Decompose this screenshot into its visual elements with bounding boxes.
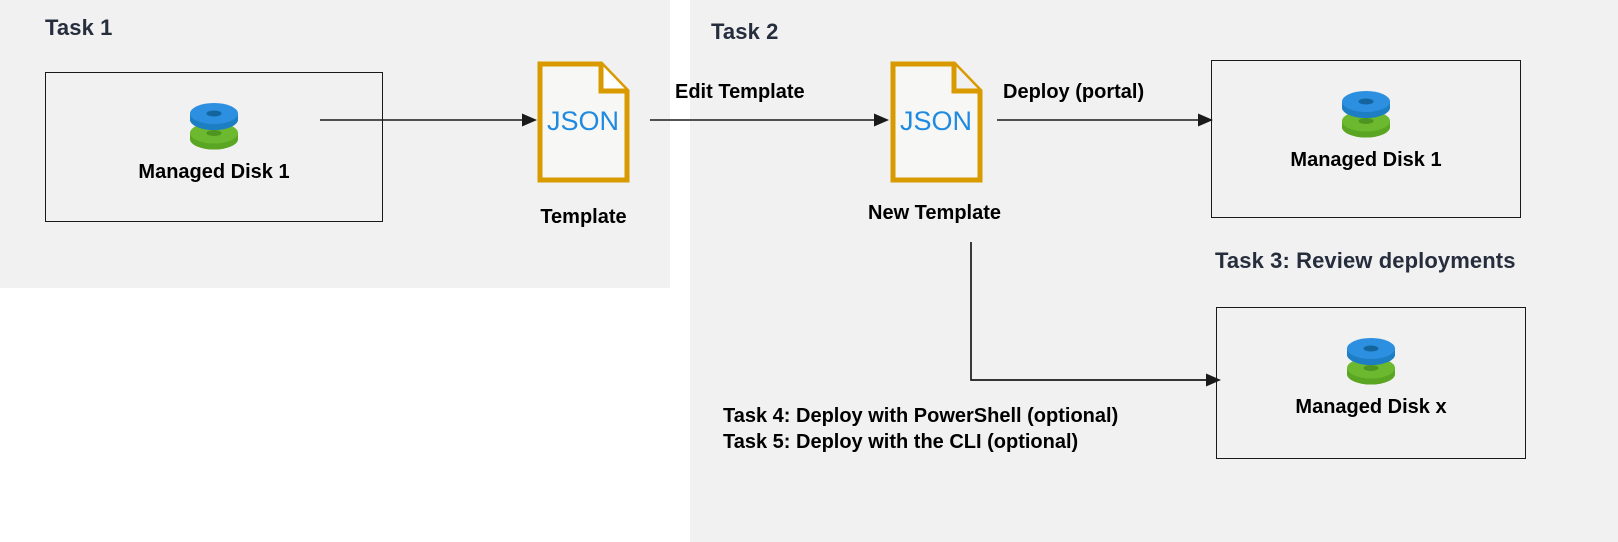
managed-disk-1-label-left: Managed Disk 1 [138,161,290,183]
new-template-caption: New Template [868,202,1001,224]
task2-panel [690,0,1618,542]
task4-label: Task 4: Deploy with PowerShell (optional… [723,405,1119,427]
deploy-portal-arrow [997,113,1213,127]
template-json-badge: JSON [547,106,619,136]
edit-template-arrow [650,113,889,127]
deploy-portal-label: Deploy (portal) [1003,81,1145,103]
managed-disk-1-box-left: Managed Disk 1 [45,72,383,222]
new-template-json-badge: JSON [900,106,972,136]
export-template-arrow [320,113,537,127]
managed-disk-x-label: Managed Disk x [1295,396,1447,418]
edit-template-label: Edit Template [675,81,805,103]
template-file-icon: JSON [537,61,630,188]
deploy-scripted-elbow-arrow [970,242,1221,387]
task2-heading: Task 2 [711,19,779,44]
template-caption: Template [540,206,627,228]
managed-disk-1-label-right: Managed Disk 1 [1290,149,1442,171]
new-template-file-icon: JSON [890,61,983,188]
task5-label: Task 5: Deploy with the CLI (optional) [723,431,1079,453]
optional-tasks-block: Task 4: Deploy with PowerShell (optional… [723,403,1118,455]
managed-disk-icon [1335,83,1397,145]
managed-disk-icon [1340,330,1402,392]
managed-disk-x-box: Managed Disk x [1216,307,1526,459]
managed-disk-icon [183,95,245,157]
task1-heading: Task 1 [45,15,113,40]
managed-disk-1-box-right: Managed Disk 1 [1211,60,1521,218]
task3-heading: Task 3: Review deployments [1215,248,1516,273]
